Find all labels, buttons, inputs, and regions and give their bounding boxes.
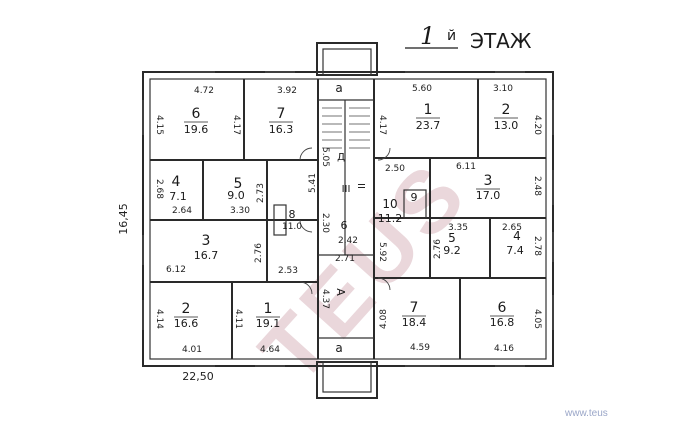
dimension: 4.17 [377,115,387,135]
floor-number-suffix: й [447,28,456,44]
room-number: 7 [410,300,419,316]
dimension: 4.20 [532,115,542,135]
room-number: 8 [289,208,296,221]
dimension: 4.17 [231,115,241,135]
stair-label: III [342,184,351,195]
dimension: 3.10 [493,84,513,94]
dimension-labels: 4.72 3.92 5.60 3.10 4.15 4.17 4.17 4.20 … [154,84,542,355]
dimension: 4.05 [532,309,542,329]
doors [299,147,391,295]
room-number: 2 [502,102,511,118]
room-number: 5 [234,176,243,192]
room-area: 13.0 [494,119,519,132]
dimension: 4.37 [320,289,330,309]
room-number: 3 [202,233,211,249]
room-number: 4 [513,229,521,243]
dimension: 4.11 [233,309,243,329]
dimension: 2.78 [532,236,542,256]
dimension: 2.48 [532,176,542,196]
dimension: 5.05 [320,147,330,167]
room-area: 19.6 [184,123,209,136]
room-number: 1 [264,301,273,317]
room-number: 10 [382,197,397,211]
dimension: 4.64 [260,345,280,355]
dimension: 6.11 [456,162,476,172]
dimension: 4.59 [410,343,430,353]
room-number: 4 [172,174,181,190]
floor-title: 1 й ЭТАЖ [405,22,532,53]
room-area: 17.0 [476,189,501,202]
floor-label: ЭТАЖ [470,29,532,53]
room-number: 6 [341,219,348,232]
room-number: 7 [277,106,286,122]
dimension: 2.73 [256,183,266,203]
dimension: 5.41 [308,173,318,193]
room-area: 16.6 [174,317,199,330]
room-number: 2 [182,301,191,317]
room-number: 9 [411,191,418,204]
room-area: 16.7 [194,249,219,262]
room-number: 1 [424,102,433,118]
dimension: 4.08 [379,309,389,329]
stair-label: Д [337,152,345,163]
dimension: 4.72 [194,86,214,96]
dimension: 4.16 [494,344,514,354]
dimension: 3.92 [277,86,297,96]
dimension: 3.35 [448,223,468,233]
room-area: 7.4 [506,244,524,257]
stair-label: а [335,341,342,355]
dimension: 2.71 [335,254,355,264]
dimension: 2.64 [172,206,192,216]
overall-width: 22,50 [182,370,214,383]
corridor-labels: a а III II A Д [334,81,366,355]
dimension: 2.50 [385,164,405,174]
room-area: 23.7 [416,119,441,132]
room-number: 6 [498,300,507,316]
interior-walls [150,79,546,359]
dimension: 4.01 [182,345,202,355]
room-labels: 6 19.6 7 16.3 4 7.1 5 9.0 3 16.7 2 16.6 … [169,102,524,330]
dimension: 6.12 [166,265,186,275]
dimension: 2.68 [154,179,164,199]
dimension: 5.60 [412,84,432,94]
room-number: 5 [448,231,456,245]
room-area: 11.0 [282,222,302,232]
room-area: 11.2 [378,212,403,225]
floor-number: 1 [420,22,435,50]
dimension: 2.30 [320,213,330,233]
dimension: 2.65 [502,223,522,233]
room-area: 7.1 [169,190,187,203]
room-area: 9.0 [227,189,245,202]
dimension: 4.14 [154,309,164,329]
room-number: 3 [484,173,493,189]
dimension: 2.76 [433,239,443,259]
dimension: 4.15 [154,115,164,135]
room-number: 6 [192,106,201,122]
stair-treads [322,107,370,149]
room-area: 16.8 [490,316,515,329]
dimension: 2.42 [338,236,358,246]
room-area: 16.3 [269,123,294,136]
dimension: 2.76 [254,243,264,263]
dimension: 5.92 [377,242,387,262]
dimension: 2.53 [278,266,298,276]
stamp-text: www.teus [564,408,608,419]
dimension: 3.30 [230,206,250,216]
overall-height: 16,45 [117,203,130,235]
stair-label: a [335,81,342,95]
room-area: 19.1 [256,317,281,330]
stair-label: A [334,288,347,296]
room-area: 18.4 [402,316,427,329]
room-area: 9.2 [443,244,461,257]
stair-label: II [355,183,366,189]
windows [142,71,554,367]
